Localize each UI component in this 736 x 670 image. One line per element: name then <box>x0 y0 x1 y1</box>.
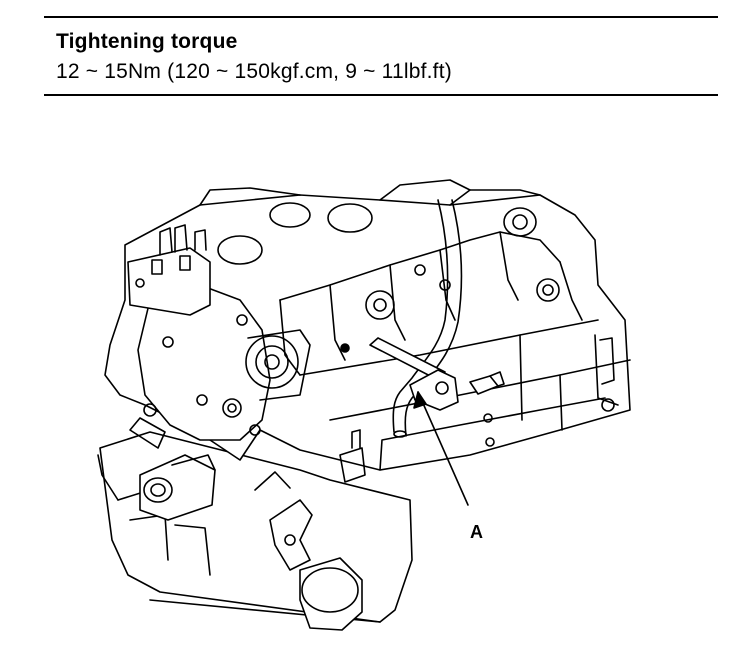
torque-spec-title: Tightening torque <box>56 30 238 53</box>
pulley-hub <box>129 417 216 521</box>
torque-spec-value: 12 ~ 15Nm (120 ~ 150kgf.cm, 9 ~ 11lbf.ft… <box>56 60 452 83</box>
timing-cover <box>137 284 311 441</box>
sensor-bracket <box>127 224 211 316</box>
oil-filter <box>254 471 363 631</box>
torque-spec-box: Tightening torque 12 ~ 15Nm (120 ~ 150kg… <box>44 16 718 96</box>
oil-level-gauge-tube <box>340 199 505 438</box>
callout-a: A <box>413 391 483 542</box>
callout-a-label: A <box>470 522 483 542</box>
